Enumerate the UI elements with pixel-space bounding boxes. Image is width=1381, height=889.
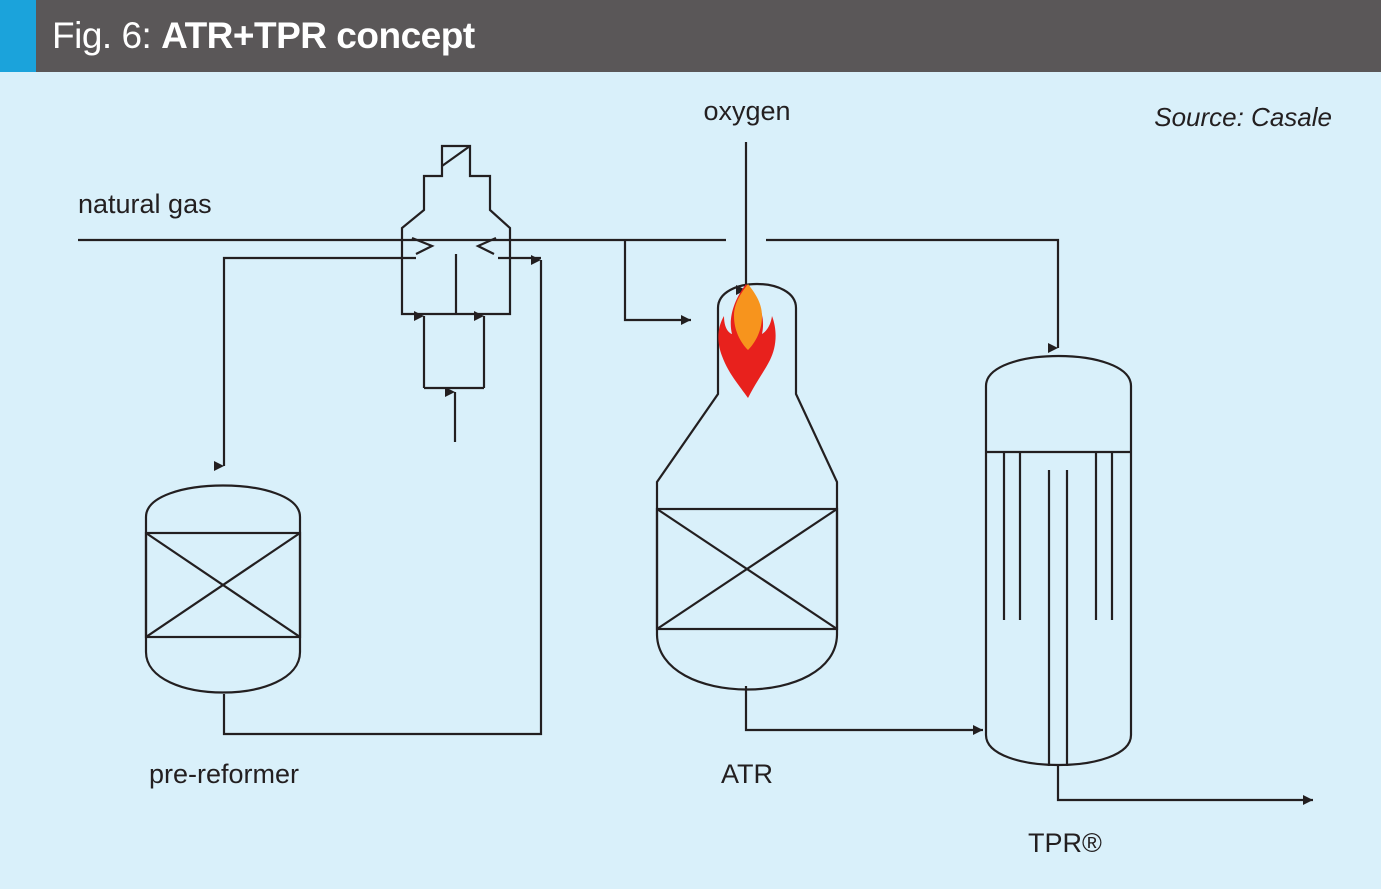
atr-bed-cross-b (656, 508, 838, 630)
tpr-label: TPR® (1028, 828, 1102, 858)
atr-to-tpr-line (744, 686, 983, 735)
gas-to-tpr-line (766, 238, 1060, 353)
fired-heater (400, 144, 512, 316)
tpr-outlet-line (1056, 766, 1313, 805)
natural-gas-label: natural gas (78, 189, 212, 219)
oxygen-label: oxygen (703, 96, 790, 126)
tpr-shell (984, 355, 1133, 766)
gas-to-atr-line (623, 240, 691, 325)
header-accent-bar (0, 0, 36, 72)
heater-to-prereformer-line (214, 256, 416, 471)
prereformer-shell (144, 484, 302, 694)
prereformer-to-heater-line (222, 255, 543, 736)
flame-inner (734, 284, 762, 350)
figure-title-text: ATR+TPR concept (161, 15, 475, 56)
prereformer-catalyst-bed (144, 531, 302, 639)
pre-reformer-label: pre-reformer (149, 759, 299, 789)
pre-reformer-vessel (144, 484, 302, 694)
tpr-vessel (984, 355, 1133, 766)
prereformer-bed-cross-b (145, 532, 301, 638)
heater-stack-damper (441, 145, 471, 167)
source-credit: Source: Casale (1154, 102, 1332, 132)
figure-header: Fig. 6: ATR+TPR concept (0, 0, 1381, 72)
heater-coil-right-icon (475, 236, 497, 255)
heater-coil-left-icon (411, 236, 435, 255)
figure-title: Fig. 6: ATR+TPR concept (52, 14, 475, 58)
atr-catalyst-bed (655, 507, 839, 631)
atr-label: ATR (721, 759, 773, 789)
process-diagram: natural gas oxygen Source: Casale pre-re… (78, 96, 1332, 858)
figure-number: Fig. 6: (52, 15, 162, 56)
flame-icon (718, 284, 776, 398)
